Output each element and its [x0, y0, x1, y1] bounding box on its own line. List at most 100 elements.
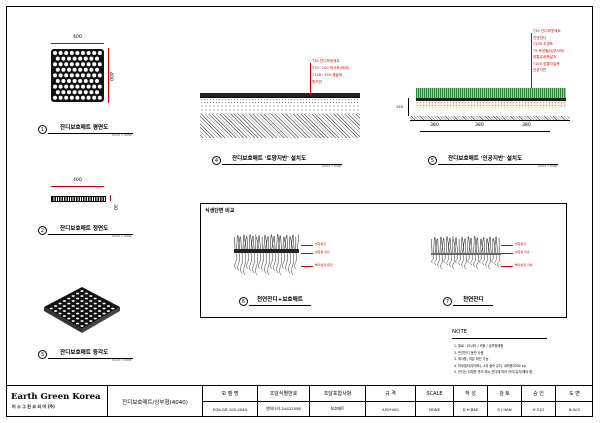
iso-hole: [62, 305, 66, 307]
iso-hole: [102, 302, 106, 305]
note-item-3: 3. 재사용, 여분 재단 가능: [454, 357, 489, 361]
artificial-title-underline: [438, 164, 558, 165]
iso-hole: [71, 315, 75, 317]
mat-hole: [89, 67, 94, 72]
front-view-number: 2: [38, 226, 47, 235]
grass-blade: [449, 237, 452, 254]
mat-hole: [95, 67, 99, 72]
root-line: [443, 254, 447, 264]
note-underline: [452, 338, 547, 339]
grass-blade: [466, 236, 469, 254]
right-title-underline: [453, 305, 493, 306]
iso-hole: [76, 292, 80, 295]
artificial-dim-left: [408, 98, 409, 116]
grass-blade: [480, 238, 484, 254]
right-label-2: 생장점 파손: [515, 250, 530, 254]
iso-hole: [98, 315, 102, 317]
iso-hole: [76, 307, 80, 310]
iso-hole: [80, 300, 84, 302]
iso-hole: [84, 312, 88, 315]
iso-hole: [80, 310, 84, 312]
plan-dim-height: 400: [108, 72, 113, 81]
root-line: [482, 254, 486, 266]
artificial-dim-line: [420, 131, 550, 132]
artificial-label-7: 인공지반: [533, 68, 547, 72]
grass-blade: [243, 234, 247, 250]
mat-hole: [64, 84, 69, 89]
title-block: Earth Green Korea 어 스 그 린 코 리 아 (주) 잔디보호…: [6, 385, 593, 417]
titleblock-grid: 모 델 명 조달식별번호 조달포함사항 규 격 SCALE 작 성 검 토 승 …: [202, 386, 593, 417]
iso-hole: [98, 300, 102, 302]
grass-blade: [453, 238, 457, 254]
root-line: [273, 252, 277, 272]
soil-label-2: T70~100 마사토(모래): [312, 66, 350, 70]
left-number: 6: [239, 297, 248, 306]
mat-hole: [81, 95, 85, 100]
root-line: [255, 252, 259, 276]
iso-hole: [76, 317, 80, 320]
mat-hole: [55, 79, 60, 83]
front-view-scale: SCALE = NONE: [112, 235, 132, 238]
mat-hole: [92, 73, 97, 78]
grass-blade: [431, 238, 433, 254]
note-heading: NOTE: [452, 329, 468, 335]
mat-hole: [58, 73, 63, 78]
soil-leader-line: [310, 63, 311, 95]
root-line: [497, 254, 501, 268]
mat-hole: [89, 90, 94, 95]
grass-blade: [282, 236, 284, 250]
iso-hole: [84, 307, 88, 310]
iso-title-underline: [48, 358, 133, 359]
artificial-leader-line: [531, 33, 532, 88]
mat-hole: [92, 84, 97, 89]
iso-hole: [93, 307, 97, 310]
mat-hole: [81, 73, 85, 78]
grass-blade: [437, 238, 439, 254]
company-logo: Earth Green Korea 어 스 그 린 코 리 아 (주): [11, 390, 103, 414]
note-item-2: 2. 천연잔디 동반 사용: [454, 350, 484, 355]
root-line: [431, 254, 435, 264]
mat-hole: [78, 67, 83, 72]
iso-hole: [93, 297, 97, 300]
root-line: [267, 252, 271, 276]
artificial-dim-3: 380: [522, 123, 531, 128]
comparison-panel: 식생단면 비교 방향유지 생장점 유지 뿌리성장 유지 6 천연잔디+보호매트 …: [200, 203, 567, 318]
mat-hole: [53, 84, 57, 89]
mat-hole: [81, 62, 85, 67]
iso-hole: [80, 290, 84, 292]
artificial-slab: [410, 116, 570, 121]
front-view-title: 잔디보호매트 정면도: [60, 226, 109, 232]
grass-blade: [496, 236, 498, 254]
mat-hole: [89, 56, 94, 61]
soil-view-title: 잔디보호매트 '토양지반' 설치도: [232, 156, 307, 162]
iso-view-title: 잔디보호매트 등각도: [60, 350, 109, 356]
soil-title-underline: [222, 164, 342, 165]
grass-blade: [447, 236, 450, 254]
mat-hole: [53, 51, 57, 55]
grass-blade: [277, 234, 281, 250]
mat-hole: [67, 79, 71, 83]
header-model: 모 델 명: [202, 386, 257, 401]
root-line: [485, 254, 489, 268]
left-leader-1: [301, 245, 313, 246]
grass-blade: [479, 238, 481, 254]
root-line: [243, 252, 247, 276]
value-drawing: B-003: [555, 401, 593, 417]
mat-hole: [95, 90, 99, 95]
iso-hole: [89, 300, 93, 302]
soil-mat-layer: [200, 93, 360, 97]
grass-blade: [283, 236, 287, 250]
plan-dim-width: 400: [73, 35, 82, 40]
grass-blade: [292, 234, 295, 250]
titleblock-row-divider: [202, 401, 593, 402]
mat-hole: [95, 79, 99, 83]
root-line: [494, 254, 498, 266]
value-approve: H S JO: [521, 401, 555, 417]
root-line: [458, 254, 462, 266]
iso-hole: [93, 312, 97, 315]
mat-hole: [64, 73, 69, 78]
grass-blade: [487, 236, 490, 254]
value-author: D H BAE: [453, 401, 487, 417]
grass-blade: [259, 235, 261, 250]
artificial-view-scale: SCALE = NONE: [538, 165, 558, 168]
